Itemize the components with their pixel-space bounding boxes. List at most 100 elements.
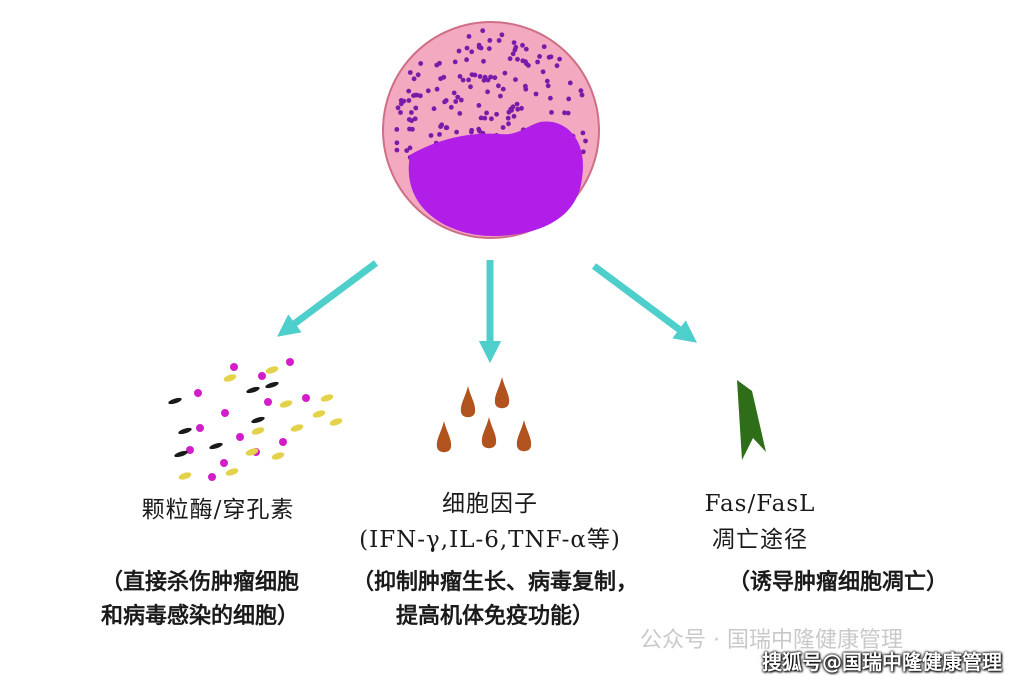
granule	[513, 77, 518, 82]
arrow-right	[591, 263, 697, 343]
granule	[398, 110, 403, 115]
granule	[496, 83, 501, 89]
item-desc-line: 提高机体免疫功能）	[395, 604, 594, 629]
granule	[579, 92, 585, 98]
granule	[496, 38, 502, 43]
granule	[549, 110, 554, 115]
item-title-line: 凋亡途径	[712, 527, 808, 553]
granule	[583, 138, 588, 144]
cytokine-droplet	[436, 421, 452, 453]
granule	[567, 80, 573, 86]
granule	[395, 105, 401, 111]
particle-dash	[174, 450, 188, 458]
granule	[482, 115, 488, 121]
granule	[457, 111, 463, 116]
granule	[554, 63, 560, 69]
granule	[428, 133, 434, 138]
item-desc-cytokines: （抑制肿瘤生长、病毒复制， 提高机体免疫功能）	[330, 566, 660, 634]
particle-granule	[329, 418, 343, 426]
item-title-line: (IFN-γ,IL-6,TNF-α等)	[359, 527, 621, 553]
granule	[512, 47, 518, 53]
granule	[580, 149, 586, 155]
granule	[544, 78, 550, 84]
particle-dot	[186, 446, 194, 454]
item-desc-line: （直接杀伤肿瘤细胞	[100, 570, 299, 595]
particle-granule	[271, 452, 285, 460]
particle-granule	[178, 472, 192, 480]
granule	[407, 126, 412, 132]
granule	[541, 44, 547, 50]
granule	[457, 74, 463, 79]
granule	[415, 72, 421, 78]
particle-dot	[194, 389, 202, 397]
particle-granule	[279, 400, 293, 408]
granule	[407, 145, 413, 151]
particle-dash	[246, 386, 260, 394]
granule	[548, 95, 553, 101]
granule	[492, 75, 498, 81]
granule	[537, 54, 542, 59]
particle-granule	[290, 424, 304, 432]
particle-dot	[286, 358, 294, 366]
immune-cell-icon	[382, 21, 600, 239]
granule	[425, 88, 431, 94]
granule	[520, 58, 526, 64]
granule	[499, 32, 505, 38]
granule	[398, 101, 404, 107]
granule	[406, 98, 412, 103]
granule	[464, 45, 470, 51]
cytokine-droplet	[460, 386, 476, 418]
granule	[448, 104, 454, 110]
granule	[455, 94, 461, 100]
granule	[511, 113, 517, 119]
granule	[480, 28, 486, 34]
item-desc-line: （诱导肿瘤细胞凋亡）	[727, 570, 948, 595]
granule	[458, 97, 464, 103]
granule	[398, 98, 404, 103]
granule	[394, 147, 400, 153]
fas-fasl-shape-icon	[737, 380, 766, 460]
granule	[454, 129, 459, 135]
granule	[481, 58, 486, 64]
item-desc-line: 和病毒感染的细胞）	[100, 604, 299, 629]
granule	[394, 140, 400, 146]
arrow-left	[277, 260, 379, 337]
granule	[562, 110, 567, 116]
granzyme-perforin-particles-icon	[168, 358, 343, 481]
watermark-faint: 公众号 · 国瑞中隆健康管理	[640, 628, 903, 653]
granule	[431, 106, 437, 112]
item-title-line: 细胞因子	[442, 491, 538, 517]
granule	[469, 49, 475, 55]
particle-dot	[230, 363, 238, 371]
particle-dot	[258, 372, 266, 380]
granule	[460, 77, 466, 83]
granule	[510, 104, 516, 110]
particle-dot	[220, 459, 228, 467]
cytokine-droplets-icon	[436, 377, 532, 453]
granule	[414, 92, 420, 98]
granule	[411, 76, 417, 82]
particle-dash	[178, 427, 192, 435]
item-title-granzyme: 颗粒酶/穿孔素	[118, 490, 318, 524]
granule	[434, 86, 440, 92]
granule	[464, 57, 469, 63]
granule	[452, 59, 458, 65]
granule	[500, 125, 506, 130]
granule	[557, 56, 562, 62]
granule	[437, 132, 442, 137]
particle-granule	[265, 366, 279, 374]
item-desc-fas: （诱导肿瘤细胞凋亡）	[698, 566, 978, 600]
granule	[468, 84, 473, 90]
particle-dash	[209, 442, 223, 450]
granule	[456, 48, 462, 54]
item-title-cytokines: 细胞因子 (IFN-γ,IL-6,TNF-α等)	[345, 486, 635, 558]
granule	[515, 56, 520, 62]
item-title-fas: Fas/FasL 凋亡途径	[680, 486, 840, 558]
particle-dot	[221, 409, 229, 417]
particle-granule	[223, 374, 237, 382]
granule	[519, 105, 524, 111]
granule	[411, 93, 416, 98]
granule	[476, 126, 482, 132]
granule	[394, 126, 400, 132]
